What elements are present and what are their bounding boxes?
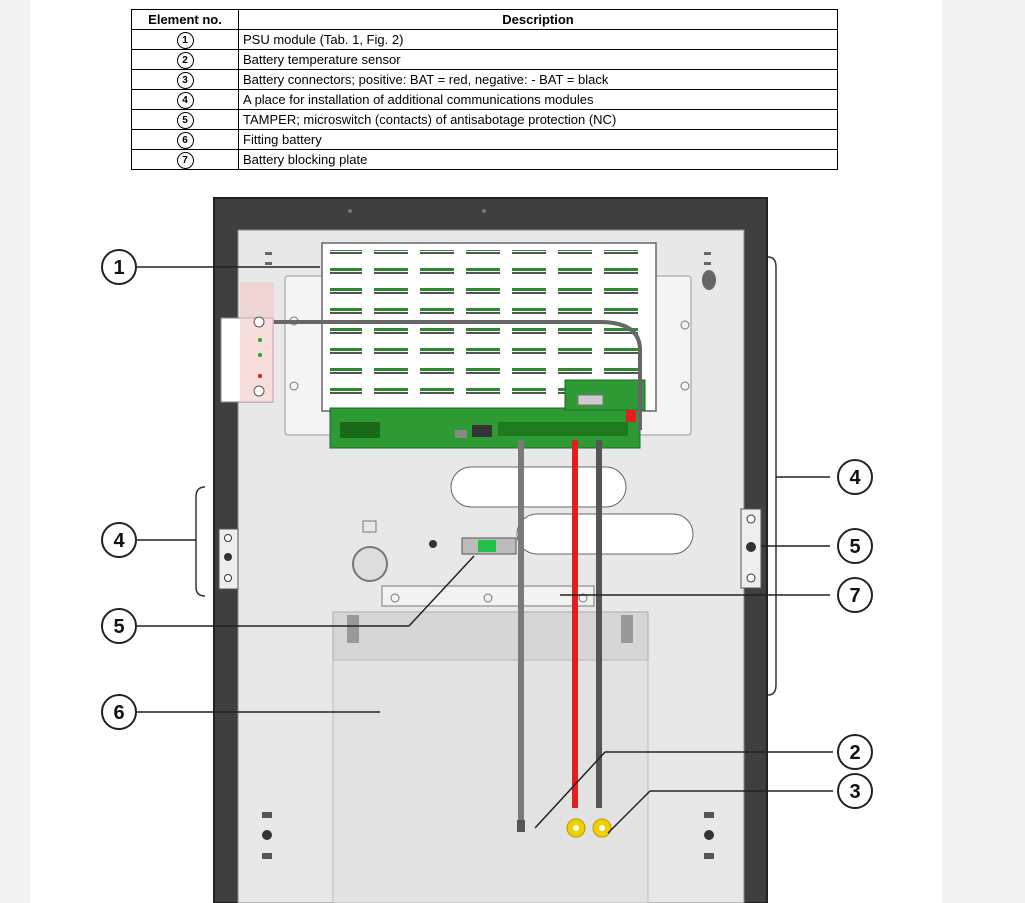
enclosure-slots [265, 252, 716, 290]
battery-ring-terminals [566, 818, 612, 838]
callout-label: 5 [849, 536, 860, 558]
comm-module-bracket-right [740, 508, 762, 589]
element-number-badge: 5 [176, 111, 194, 129]
battery [332, 611, 649, 903]
callout-label: 7 [849, 585, 860, 607]
element-number-badge: 4 [176, 91, 194, 109]
element-number-badge: 6 [176, 131, 194, 149]
element-number-badge: 1 [176, 31, 194, 49]
cable-slot-lower [516, 513, 694, 555]
callout-label: 2 [849, 742, 860, 764]
legend-row: 1 PSU module (Tab. 1, Fig. 2) [131, 29, 838, 50]
callout-label: 3 [849, 781, 860, 803]
left-range-bracket [195, 486, 206, 597]
screw-hole [429, 540, 437, 548]
callout-label: 4 [113, 530, 125, 552]
leader-lines [136, 266, 833, 834]
comm-module-bracket-left [218, 528, 239, 590]
element-number-badge: 3 [176, 71, 194, 89]
legend-row: 6 Fitting battery [131, 129, 838, 150]
element-number-badge: 7 [176, 151, 194, 169]
element-description: PSU module (Tab. 1, Fig. 2) [238, 29, 838, 50]
tamper-switch [461, 537, 517, 555]
element-legend-table: Element no. Description 1 PSU module (Ta… [131, 9, 838, 170]
callout-label: 4 [849, 467, 861, 489]
header-element-no: Element no. [131, 9, 239, 30]
tamper-bracket-icon [362, 520, 377, 533]
battery-blocking-plate [381, 585, 595, 607]
cable-slot-upper [450, 466, 627, 508]
bottom-mounting-holes [262, 812, 714, 859]
element-number-badge: 2 [176, 51, 194, 69]
right-range-bracket [767, 256, 777, 696]
callout-label: 1 [113, 257, 124, 279]
callout-label: 6 [113, 702, 124, 724]
internal-cable [270, 320, 642, 430]
callout-circles [101, 249, 873, 809]
temperature-sensor [517, 820, 525, 832]
grommet [352, 546, 388, 582]
legend-row: 2 Battery temperature sensor [131, 49, 838, 70]
psu-module [321, 242, 657, 449]
callout-label: 5 [113, 616, 124, 638]
legend-row: 7 Battery blocking plate [131, 149, 838, 170]
left-module-board [220, 282, 274, 403]
element-description: TAMPER; microswitch (contacts) of antisa… [238, 109, 838, 130]
element-description: Battery blocking plate [238, 149, 838, 170]
